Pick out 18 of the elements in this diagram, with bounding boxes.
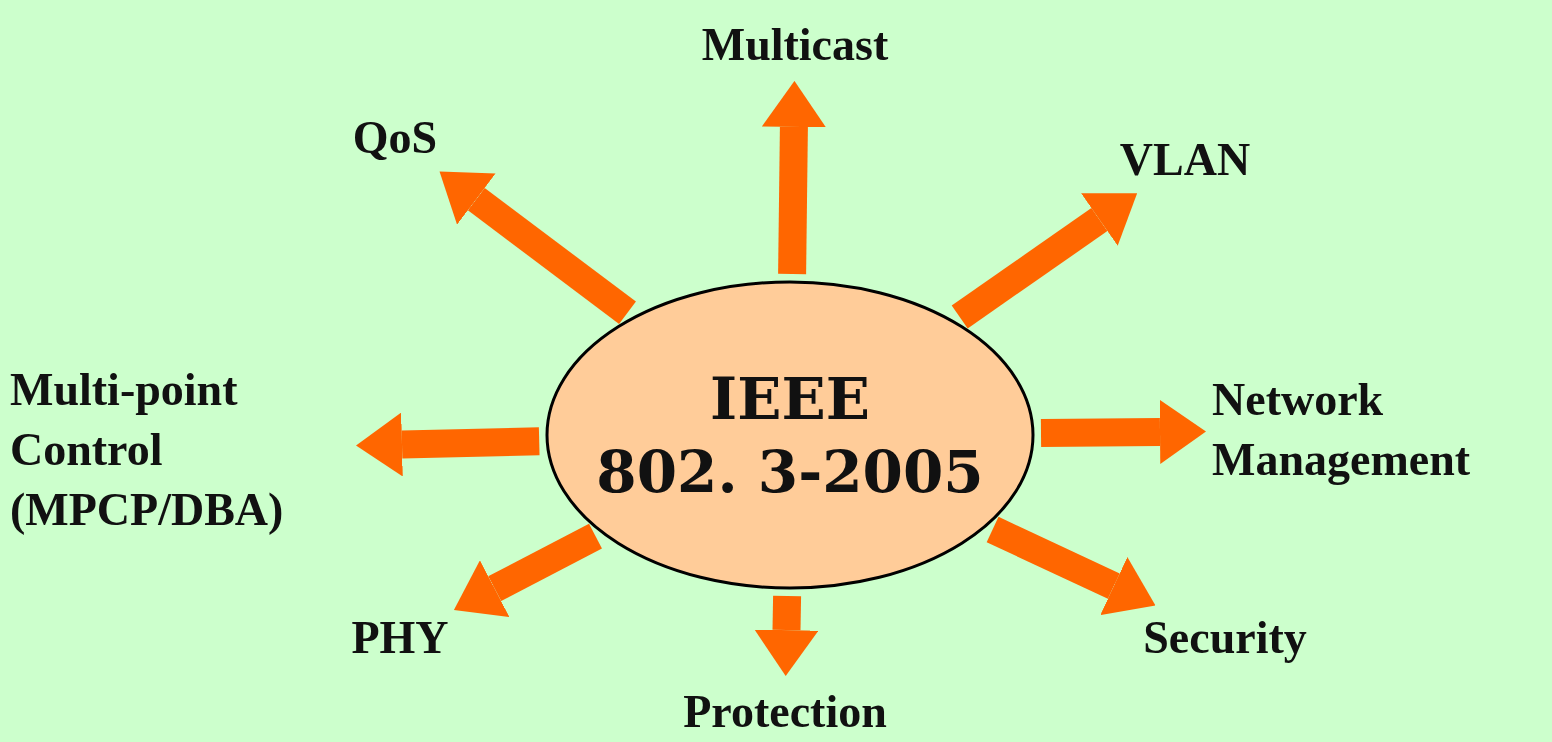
arrow	[356, 412, 540, 477]
node-label: 802. 3-2005	[595, 436, 985, 507]
arrow	[951, 193, 1138, 329]
node-label: Protection	[683, 682, 887, 742]
node-label: Multicast	[701, 15, 889, 75]
arrow	[754, 595, 819, 677]
node-label: IEEE	[709, 363, 871, 435]
arrow	[761, 80, 826, 275]
arrow	[1040, 399, 1206, 464]
node-label: Multi-point Control (MPCP/DBA)	[10, 360, 350, 540]
node-label: Network Management	[1212, 370, 1547, 490]
arrow	[453, 523, 602, 618]
node-label: VLAN	[1119, 130, 1251, 190]
node-label: PHY	[351, 608, 449, 668]
arrow	[986, 516, 1156, 616]
node-label: QoS	[352, 108, 438, 168]
node-label: Security	[1143, 608, 1307, 668]
arrow	[439, 171, 636, 324]
